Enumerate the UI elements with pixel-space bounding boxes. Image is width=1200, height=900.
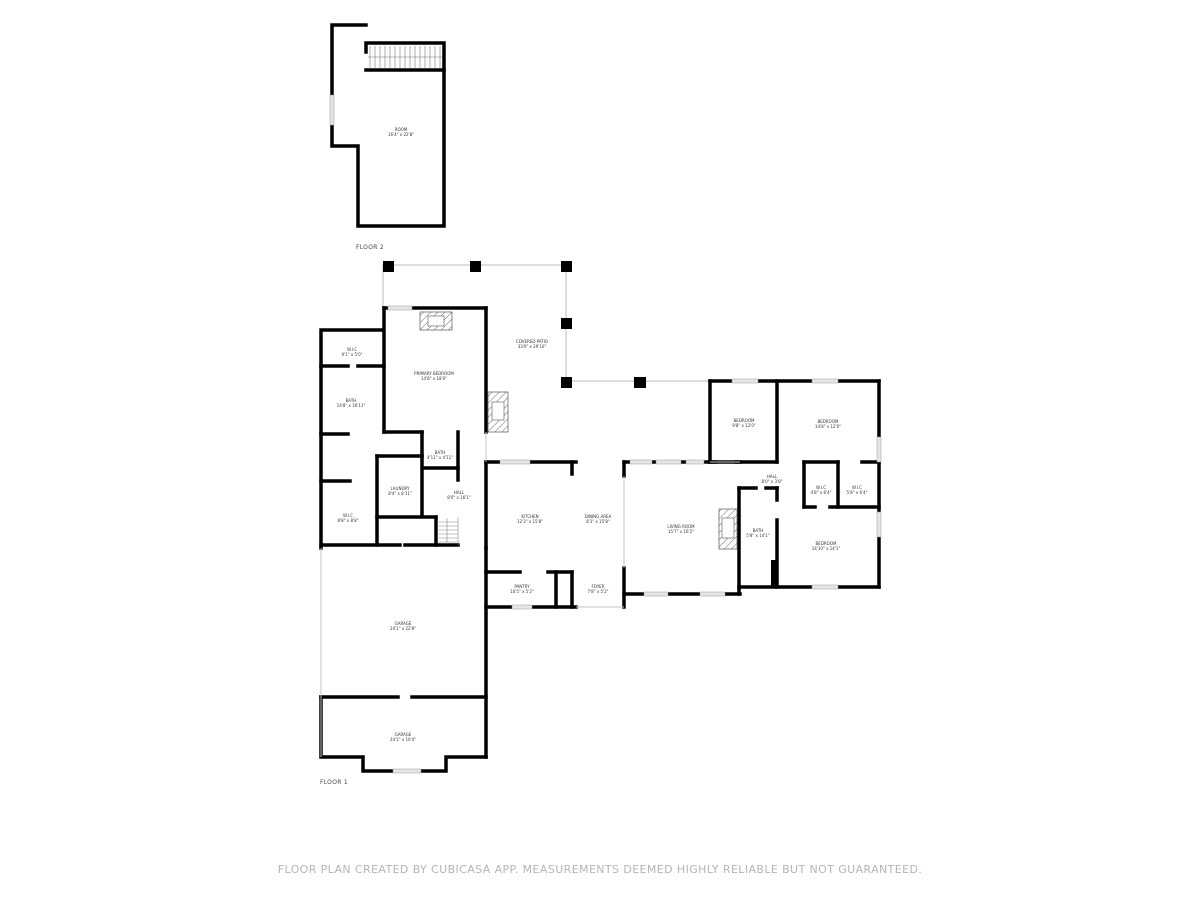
room-label: BEDROOM 14'10" x 14'1" — [812, 541, 841, 551]
windows — [387, 305, 882, 774]
room-label: ROOM 16'4" x 22'8" — [388, 127, 414, 137]
room-label: DINING AREA 8'1" x 15'8" — [585, 514, 612, 524]
room-name: KITCHEN — [521, 514, 539, 519]
room-name: W.I.C — [346, 347, 357, 352]
room-size: 10'5" x 5'2" — [510, 589, 534, 594]
room-name: COVERED PATIO — [515, 339, 549, 344]
room-label: BEDROOM 9'8" x 12'0" — [732, 418, 756, 428]
room-size: 4'11" x 4'11" — [426, 455, 454, 460]
room-size: 8'8" x 8'8" — [337, 518, 359, 523]
room-label: BEDROOM 14'8" x 12'0" — [815, 419, 841, 429]
room-label: W.I.C 4'8" x 6'4" — [811, 485, 832, 495]
room-name: BATH — [752, 528, 764, 533]
room-name: DINING AREA — [584, 514, 612, 519]
room-name: LIVING ROOM — [667, 524, 695, 529]
room-size: 24'1" x 22'8" — [389, 626, 417, 631]
room-name: GARAGE — [394, 732, 412, 737]
room-size: 14'10" x 14'1" — [811, 546, 841, 551]
room-name: FOYER — [591, 584, 605, 589]
room-name: W.I.C — [851, 485, 862, 490]
room-name: ROOM — [394, 127, 408, 132]
room-label: W.I.C 8'8" x 8'8" — [338, 513, 359, 523]
floor-2-stairs — [368, 46, 442, 69]
room-size: 8'0" x 3'8" — [761, 479, 783, 484]
floor-1-stairs — [437, 517, 459, 545]
room-size: 5'8" x 14'1" — [746, 533, 770, 538]
room-size: 15'7" x 16'2" — [667, 529, 695, 534]
room-size: 33'0" x 29'10" — [517, 344, 547, 349]
floor-2-title: FLOOR 2 — [356, 244, 385, 251]
room-label: BATH 5'8" x 14'1" — [746, 528, 770, 538]
room-label: BATH 14'8" x 16'11" — [337, 398, 366, 408]
disclaimer-footer: FLOOR PLAN CREATED BY CUBICASA APP. MEAS… — [277, 863, 923, 876]
room-size: 14'8" x 16'11" — [336, 403, 366, 408]
room-name: W.I.C — [342, 513, 353, 518]
room-name: HALL — [766, 474, 778, 479]
room-label: GARAGE 24'1" x 10'4" — [390, 732, 416, 742]
room-label: HALL 8'0" x 16'1" — [447, 490, 471, 500]
room-size: 24'1" x 10'4" — [389, 737, 417, 742]
room-label: KITCHEN 12'3" x 15'8" — [517, 514, 543, 524]
floor-1-title: FLOOR 1 — [320, 779, 349, 786]
room-size: 14'8" x 18'0" — [420, 376, 448, 381]
room-label: PRIMARY BEDROOM 14'8" x 18'0" — [414, 371, 454, 381]
room-size: 14'8" x 12'0" — [814, 424, 842, 429]
room-name: HALL — [453, 490, 465, 495]
room-size: 5'8" x 6'4" — [846, 490, 868, 495]
room-label: W.I.C 9'1" x 5'0" — [342, 347, 363, 357]
room-name: BEDROOM — [817, 419, 839, 424]
floor-2-plan — [330, 23, 446, 228]
fireplaces — [419, 311, 738, 550]
room-label: W.I.C 5'8" x 6'4" — [847, 485, 868, 495]
room-size: 7'8" x 5'2" — [587, 589, 609, 594]
room-size: 4'8" x 6'4" — [810, 490, 832, 495]
room-name: GARAGE — [394, 621, 412, 626]
room-label: BATH 4'11" x 4'11" — [427, 450, 453, 460]
room-label: HALL 8'0" x 3'8" — [762, 474, 783, 484]
room-name: BEDROOM — [815, 541, 837, 546]
room-size: 16'4" x 22'8" — [387, 132, 415, 137]
room-name: BATH — [345, 398, 357, 403]
patio-posts — [383, 261, 646, 388]
room-label: LAUNDRY 8'4" x 8'11" — [388, 486, 412, 496]
room-name: W.I.C — [815, 485, 826, 490]
floor-1-thin-walls — [320, 432, 740, 757]
room-size: 9'8" x 12'0" — [732, 423, 756, 428]
room-size: 12'3" x 15'8" — [516, 519, 544, 524]
room-label: LIVING ROOM 15'7" x 16'2" — [667, 524, 694, 534]
room-name: BEDROOM — [733, 418, 755, 423]
bath-wall-stub — [771, 560, 777, 588]
floor-2-window — [329, 94, 335, 126]
room-name: PANTRY — [514, 584, 530, 589]
room-label: GARAGE 24'1" x 22'8" — [390, 621, 416, 631]
room-label: COVERED PATIO 33'0" x 29'10" — [516, 339, 548, 349]
room-name: PRIMARY BEDROOM — [414, 371, 454, 376]
room-label: PANTRY 10'5" x 5'2" — [510, 584, 534, 594]
room-size: 8'4" x 8'11" — [388, 491, 412, 496]
floor-1-walls — [319, 306, 881, 773]
room-size: 8'1" x 15'8" — [586, 519, 610, 524]
room-label: FOYER 7'8" x 5'2" — [588, 584, 609, 594]
room-name: BATH — [434, 450, 446, 455]
room-size: 9'1" x 5'0" — [341, 352, 363, 357]
room-name: LAUNDRY — [390, 486, 410, 491]
room-size: 8'0" x 16'1" — [447, 495, 471, 500]
